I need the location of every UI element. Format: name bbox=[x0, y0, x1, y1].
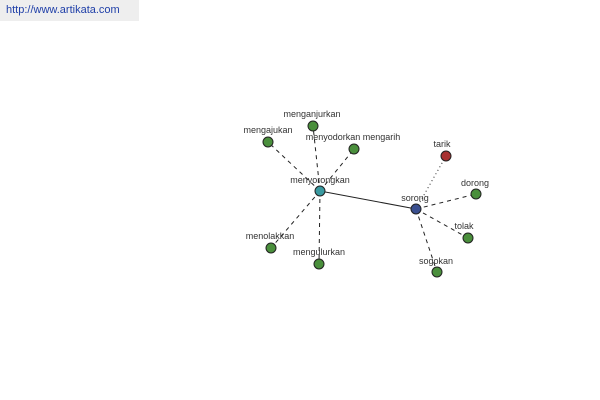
node-menganjurkan[interactable] bbox=[307, 120, 319, 132]
node-mengulurkan[interactable] bbox=[313, 258, 325, 270]
label-tolak[interactable]: tolak bbox=[454, 221, 474, 231]
label-sogokan[interactable]: sogokan bbox=[419, 256, 453, 266]
label-sorong[interactable]: sorong bbox=[401, 193, 429, 203]
label-menyodorkan[interactable]: menyodorkan mengarih bbox=[306, 132, 401, 142]
label-mengulurkan[interactable]: mengulurkan bbox=[293, 247, 345, 257]
node-mengajukan[interactable] bbox=[262, 136, 274, 148]
node-sogokan[interactable] bbox=[431, 266, 443, 278]
edge-sorong-dorong bbox=[415, 193, 477, 210]
edges-layer bbox=[267, 125, 477, 273]
label-dorong[interactable]: dorong bbox=[461, 178, 489, 188]
node-tarik[interactable] bbox=[440, 150, 452, 162]
node-menyodorkan[interactable] bbox=[348, 143, 360, 155]
label-menganjurkan[interactable]: menganjurkan bbox=[283, 109, 340, 119]
source-link[interactable]: http://www.artikata.com bbox=[0, 0, 139, 21]
node-menolakkan[interactable] bbox=[265, 242, 277, 254]
edge-menyorongkan-menyodorkan bbox=[319, 148, 355, 192]
node-dorong[interactable] bbox=[470, 188, 482, 200]
edge-menyorongkan-menganjurkan bbox=[312, 125, 321, 192]
label-menyorongkan[interactable]: menyorongkan bbox=[290, 175, 350, 185]
edge-menyorongkan-sorong bbox=[319, 190, 417, 210]
node-tolak[interactable] bbox=[462, 232, 474, 244]
node-menyorongkan[interactable] bbox=[314, 185, 326, 197]
node-sorong[interactable] bbox=[410, 203, 422, 215]
edge-sorong-tolak bbox=[415, 208, 469, 239]
label-mengajukan[interactable]: mengajukan bbox=[243, 125, 292, 135]
labels-layer: menganjurkan mengajukan menyodorkan mengar… bbox=[243, 109, 489, 266]
label-tarik[interactable]: tarik bbox=[433, 139, 451, 149]
nodes-layer bbox=[262, 120, 482, 278]
edge-sorong-sogokan bbox=[415, 208, 438, 273]
label-menolakkan[interactable]: menolakkan bbox=[246, 231, 295, 241]
edge-menyorongkan-mengajukan bbox=[267, 141, 321, 192]
